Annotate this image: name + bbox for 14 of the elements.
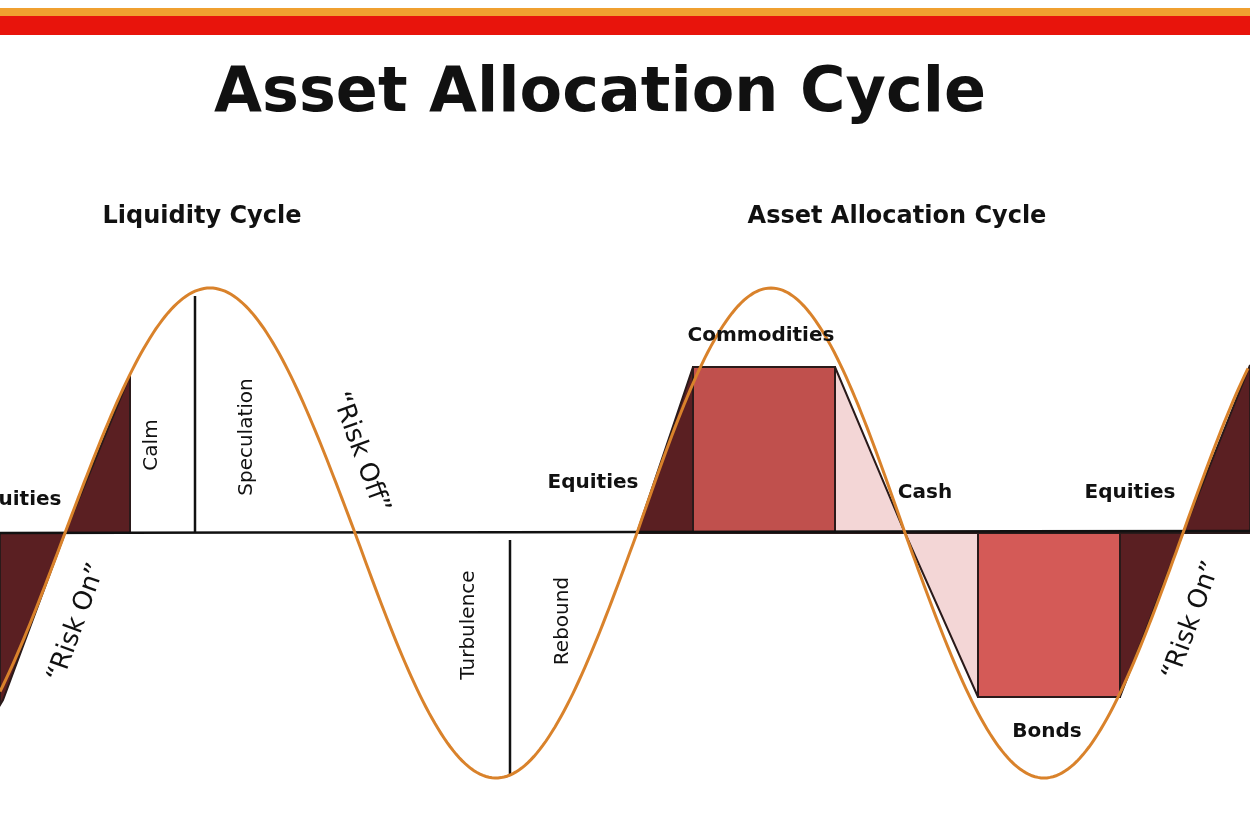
section-heading: Liquidity Cycle (102, 203, 302, 227)
risk-label: “Risk On” (1156, 557, 1224, 683)
asset-label: uities (0, 488, 62, 508)
section-heading: Asset Allocation Cycle (747, 203, 1047, 227)
asset-label: Equities (1084, 481, 1176, 501)
risk-label: “Risk On” (41, 559, 109, 685)
asset-label: Equities (547, 471, 639, 491)
asset-label: Cash (897, 481, 953, 501)
asset-label: Bonds (1012, 720, 1082, 740)
phase-label: Rebound (551, 576, 571, 666)
phase-label: Calm (140, 419, 160, 471)
risk-label: “Risk Off” (328, 388, 396, 516)
phase-label: Speculation (235, 378, 255, 496)
phase-label: Turbulence (457, 570, 477, 680)
